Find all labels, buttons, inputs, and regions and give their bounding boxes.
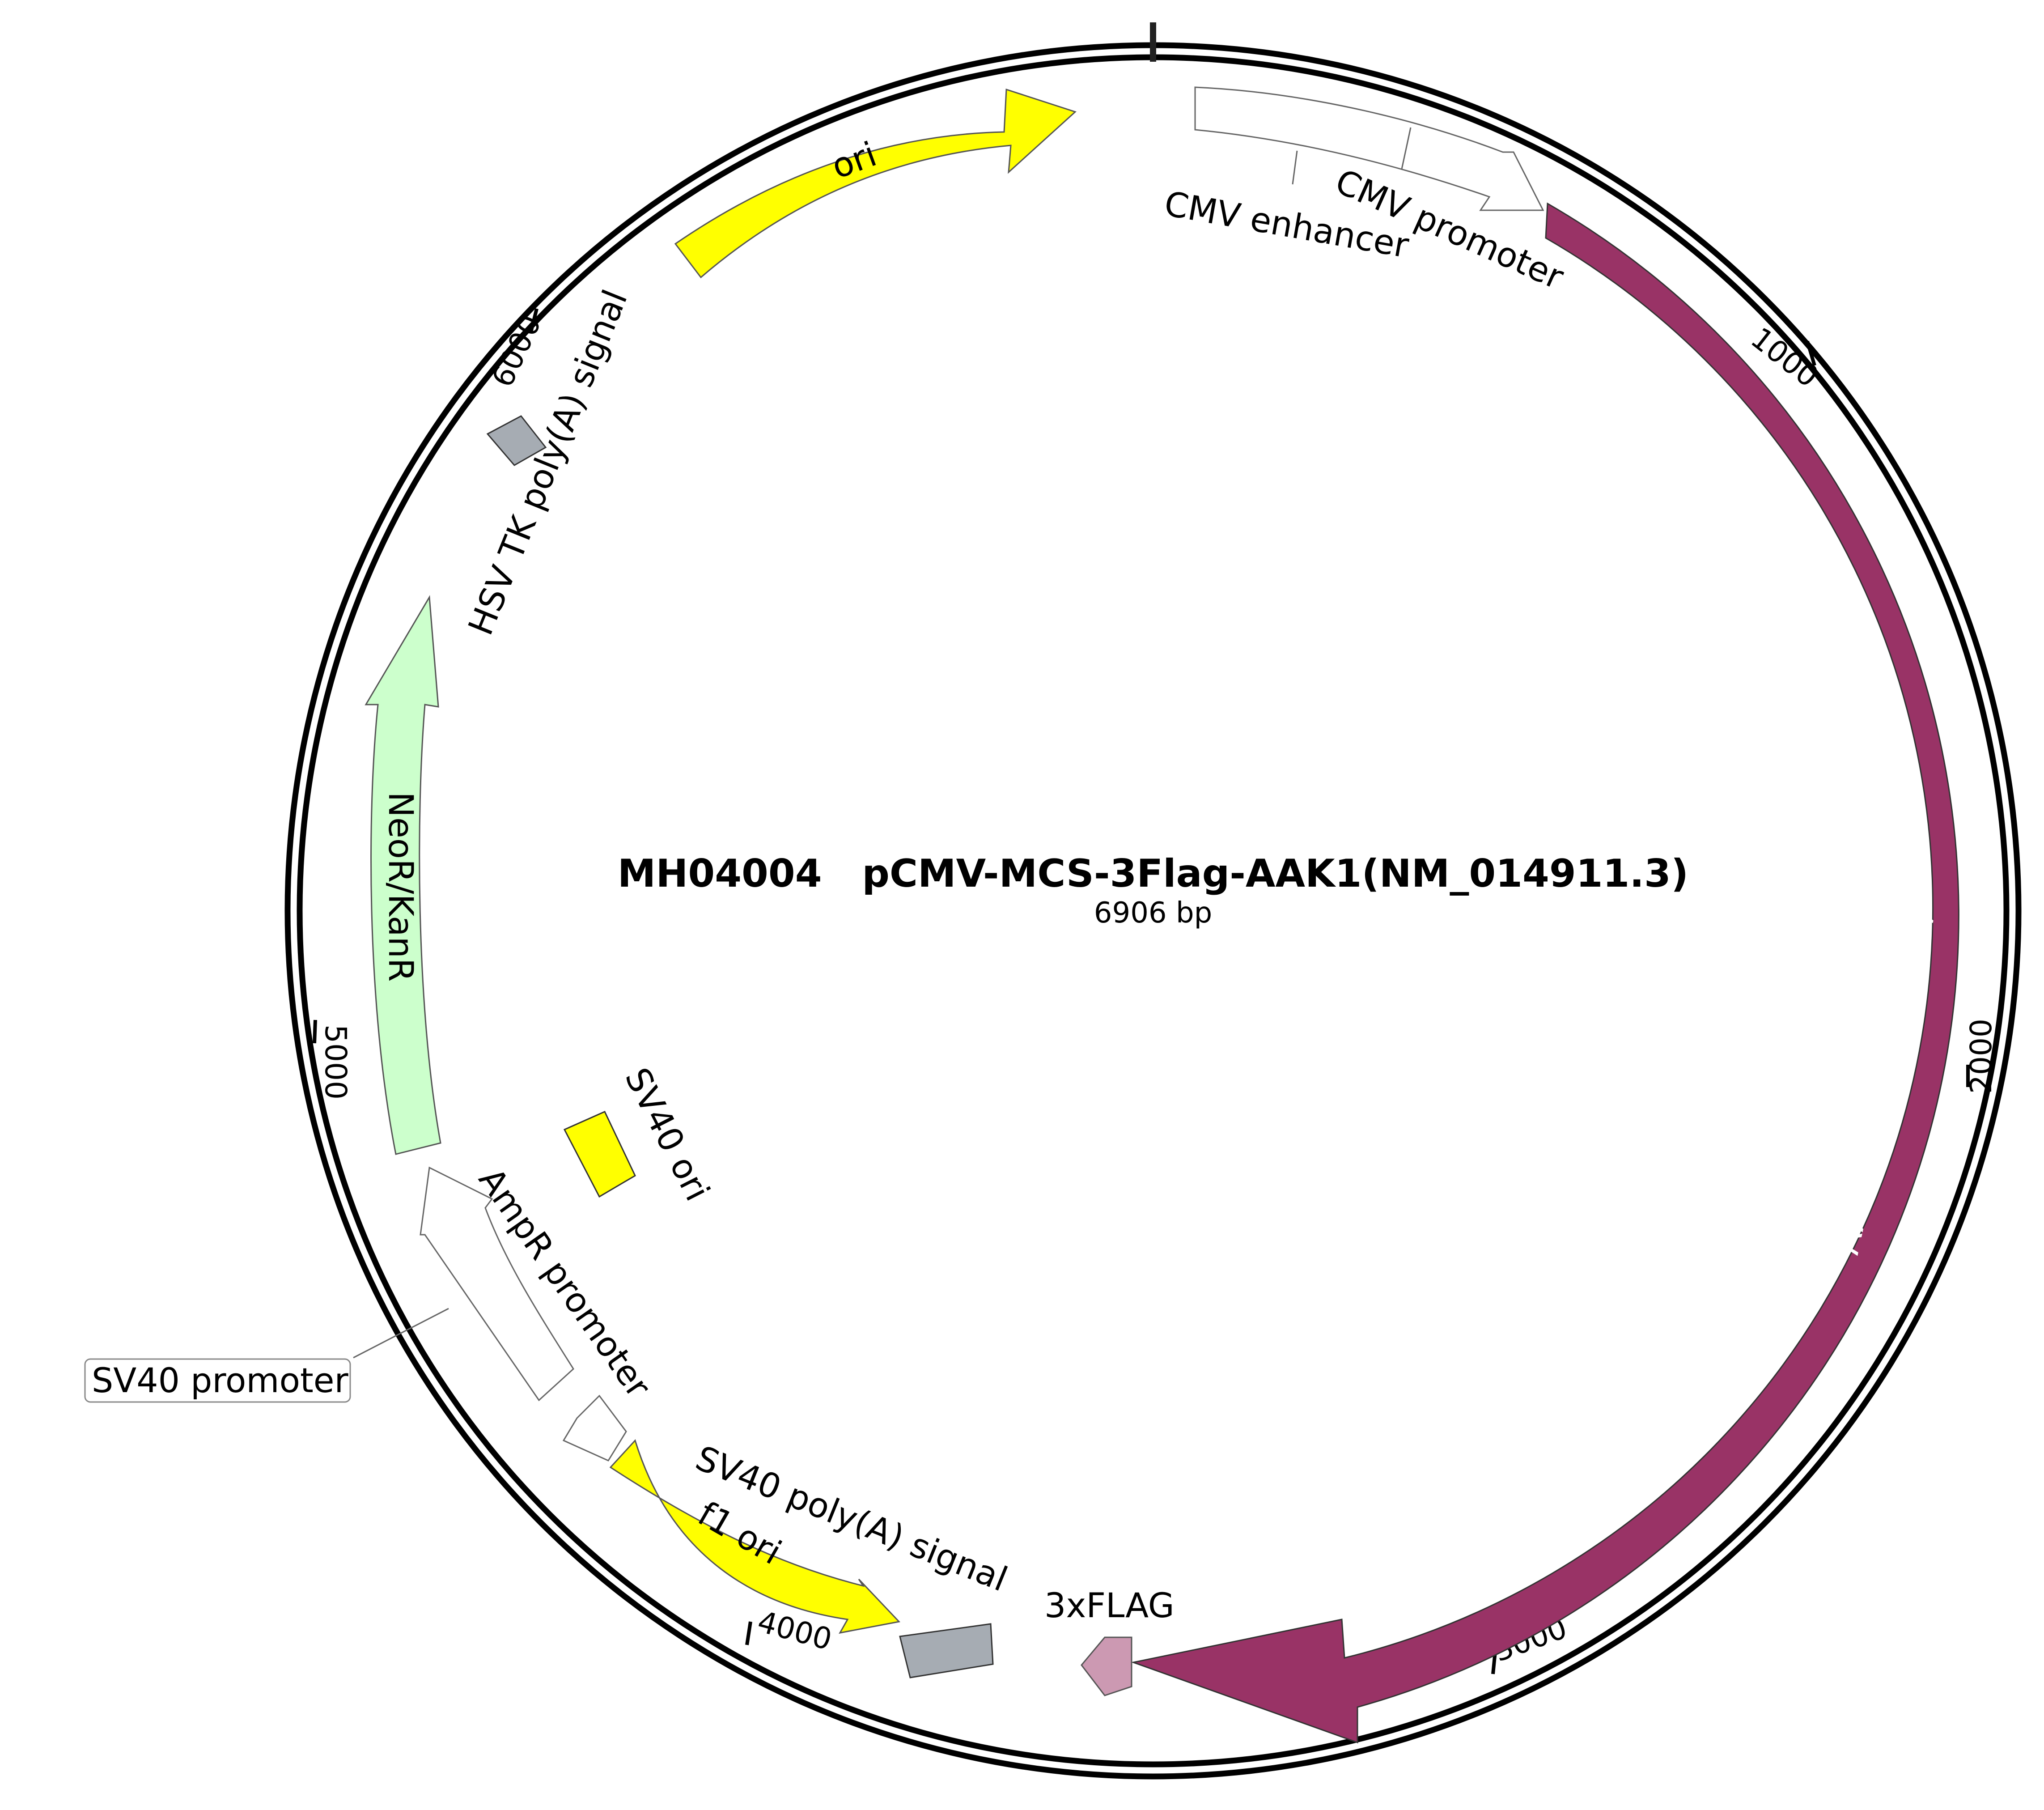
sv40-promoter-label: SV40 promoter: [92, 1360, 349, 1400]
cmv-enhancer-divider: [1401, 127, 1412, 170]
3xflag-arrow[interactable]: [1081, 1636, 1132, 1696]
cmv-enhancer-leader: [1292, 150, 1298, 185]
3xflag-label: 3xFLAG: [1044, 1585, 1175, 1625]
tick-marks: [313, 308, 1970, 1674]
sv40-promoter-arrow[interactable]: [420, 1166, 574, 1402]
neor-kanr-label: NeoR/KanR: [381, 792, 421, 982]
hsv-tk-polya-label: HSV TK poly(A) signal: [460, 284, 635, 640]
tick-label-2000: 2000: [1964, 1019, 1998, 1094]
sv40-promoter-label-box: [84, 1358, 351, 1403]
sv40-ori-label: SV40 ori: [617, 1062, 718, 1207]
hsv-tk-polya-box[interactable]: [486, 415, 547, 466]
cmv-enhancer-promoter-arrow[interactable]: [1194, 86, 1544, 211]
tick-label-5000: 5000: [318, 1024, 353, 1100]
sv40-ori-box[interactable]: [563, 1111, 636, 1198]
f1-ori-arrow[interactable]: [609, 1439, 900, 1634]
ampr-promoter-arrow[interactable]: [562, 1394, 627, 1462]
aak1-arrow[interactable]: [1131, 202, 1959, 1744]
neor-kanr-arrow[interactable]: [365, 595, 441, 1155]
plasmid-title: MH04004 pCMV-MCS-3Flag-AAK1(NM_014911.3): [618, 851, 1688, 896]
ori-arrow[interactable]: [674, 88, 1077, 279]
sv40-promoter-leader: [353, 1308, 449, 1359]
sv40-polya-box[interactable]: [899, 1623, 994, 1678]
plasmid-size: 6906 bp: [1094, 897, 1212, 930]
